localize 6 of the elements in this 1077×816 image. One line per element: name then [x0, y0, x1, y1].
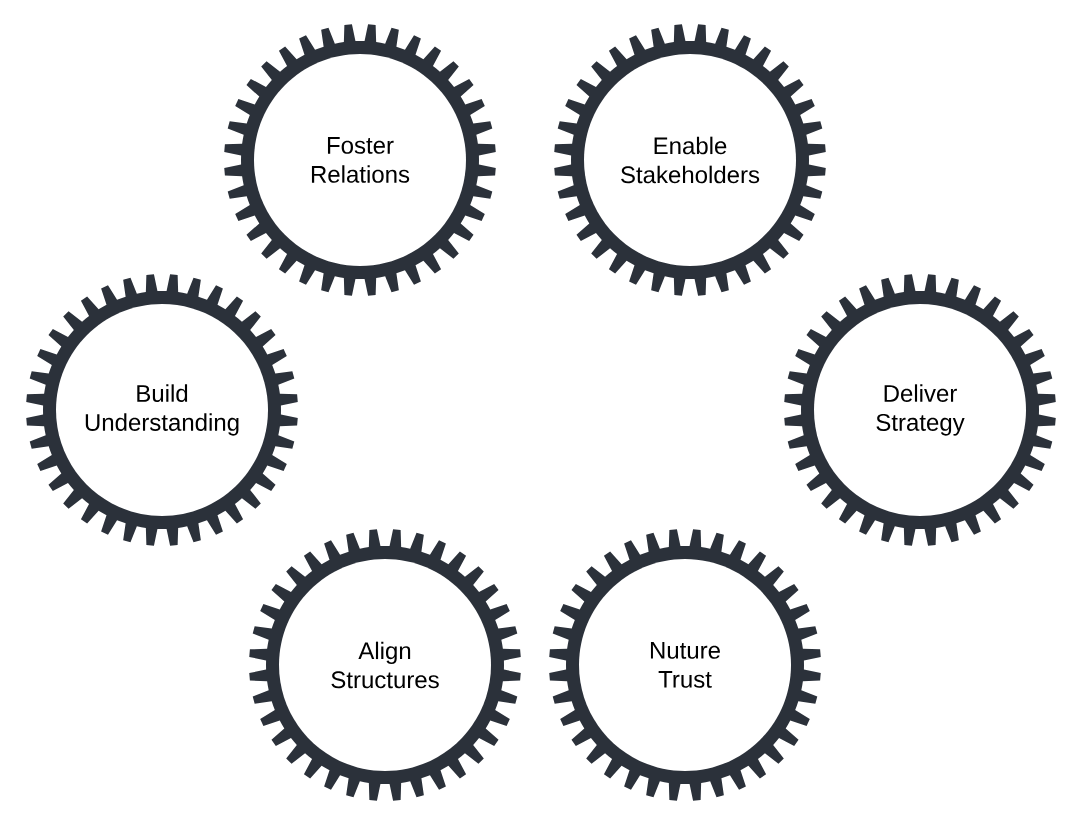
gear: Deliver Strategy — [784, 274, 1056, 546]
gear: Align Structures — [249, 529, 521, 801]
gear: Build Understanding — [26, 274, 298, 546]
gear: Enable Stakeholders — [554, 24, 826, 296]
gear: Foster Relations — [224, 24, 496, 296]
gear: Nuture Trust — [549, 529, 821, 801]
